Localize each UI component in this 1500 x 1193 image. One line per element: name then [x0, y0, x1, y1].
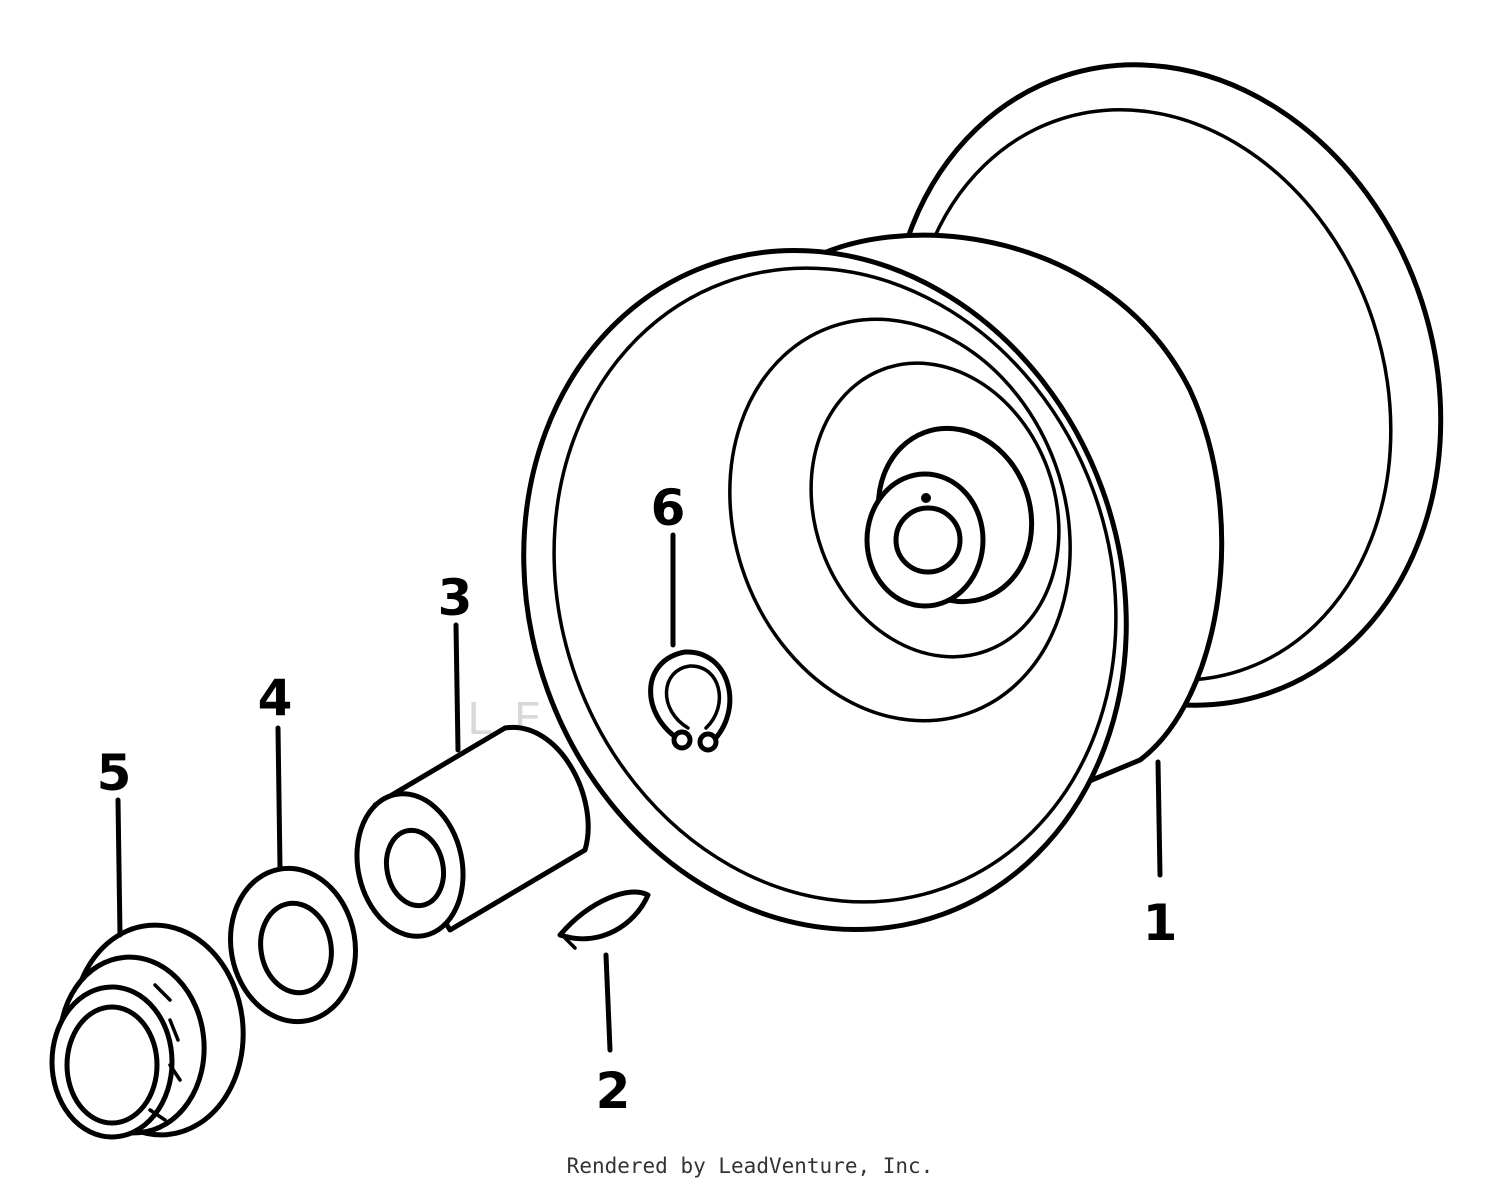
wheel-rim: [521, 62, 1444, 933]
callout-4: 4: [258, 669, 293, 727]
callout-3: 3: [438, 569, 473, 627]
callout-6: 6: [651, 479, 686, 537]
washer: [227, 865, 359, 1025]
leader-line-4: [275, 725, 283, 871]
leader-line-5: [115, 797, 123, 938]
footer-credit: Rendered by LeadVenture, Inc.: [566, 1154, 934, 1178]
bearing: [49, 922, 246, 1140]
key: [557, 889, 651, 950]
leader-line-1: [1155, 759, 1163, 878]
callout-5: 5: [97, 744, 132, 802]
callout-2: 2: [596, 1062, 631, 1120]
spacer-sleeve: [354, 725, 591, 939]
leader-line-2: [603, 952, 613, 1053]
callout-1: 1: [1143, 894, 1178, 952]
leader-line-3: [453, 622, 461, 753]
retaining-ring: [648, 649, 733, 753]
